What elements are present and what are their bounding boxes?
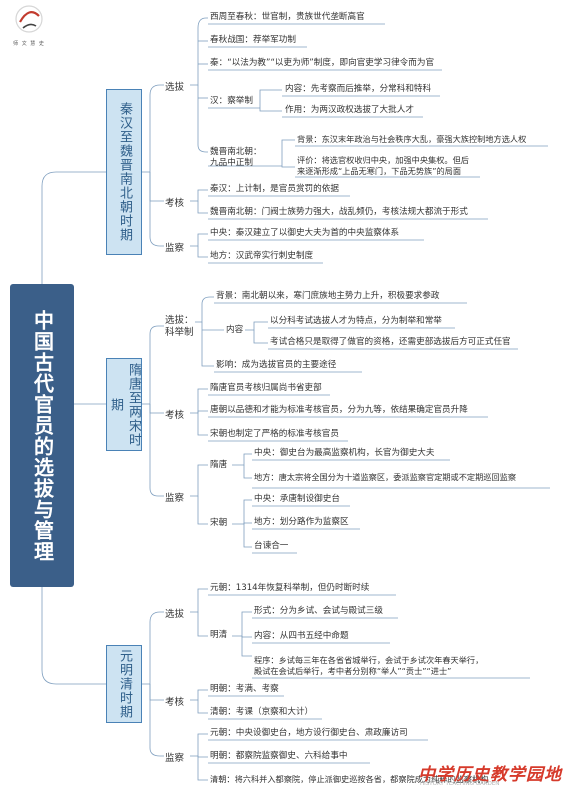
p2-content-1: 以分科考试选拔人才为特点，分为制举和常举: [270, 316, 442, 326]
logo-text: 师 文 慧 史: [13, 41, 45, 47]
p1-wei-jin-background: 背景：东汉末年政治与社会秩序大乱，豪强大族控制地方选人权: [297, 134, 527, 144]
p2-content-2: 考试合格只是取得了做官的资格，还需吏部选拔后方可正式任官: [270, 337, 511, 347]
p3-select-label: 选拔: [165, 609, 185, 620]
p1-wei-jin-system: 九品中正制: [210, 158, 253, 168]
p2-select-label: 选拔：: [165, 315, 194, 326]
p3-assess-qing: 清朝：考课（京察和大计）: [210, 707, 314, 717]
p1-select-han: 汉：察举制: [210, 96, 253, 106]
p2-sui-tang-central: 中央：御史台为最高监察机构，长官为御史大夫: [254, 448, 435, 458]
logo-emblem-icon: [15, 5, 43, 33]
watermark-title: 中学历史教学园地: [418, 765, 562, 785]
p1-assess-wei-jin: 魏晋南北朝：门阀士族势力强大，战乱频仍，考核法规大都流于形式: [210, 207, 468, 217]
p3-assess-ming: 明朝：考满、考察: [210, 684, 279, 694]
p2-assess-2: 唐朝以品德和才能为标准考核官员，分为九等，依结果确定官员升降: [210, 405, 468, 415]
p1-assess-qin-han: 秦汉：上计制，是官员赏罚的依据: [210, 184, 339, 194]
p2-sui-tang-label: 隋唐: [210, 460, 228, 470]
p3-supervise-qing: 清朝：将六科并入都察院，停止派御史巡按各省，都察院成为纯粹的监察机构: [210, 774, 489, 784]
p3-supervise-label: 监察: [165, 753, 185, 764]
p3-form: 形式：分为乡试、会试与殿试三级: [254, 606, 383, 616]
p2-impact: 影响：成为选拔官员的主要途径: [216, 360, 337, 370]
p2-assess-1: 隋唐官员考核归属尚书省吏部: [210, 383, 322, 393]
p2-song-combined: 台谏合一: [254, 541, 289, 551]
p2-background: 背景：南北朝以来，寒门庶族地主势力上升，积极要求参政: [216, 291, 440, 301]
p3-ming-qing-label: 明清: [210, 630, 228, 640]
period-sui-tang-song: 隋唐至两宋时期: [106, 358, 142, 451]
p1-wei-jin-evaluation-2: 来逐渐形成“上品无寒门，下品无势族”的局面: [297, 166, 462, 176]
p3-supervise-yuan: 元朝：中央设御史台，地方设行御史台、肃政廉访司: [210, 728, 408, 738]
p2-content-label: 内容: [226, 325, 244, 335]
p3-supervise-ming: 明朝：都察院监察御史、六科给事中: [210, 751, 348, 761]
logo: 师 文 慧 史: [5, 2, 53, 47]
p2-assess-label: 考核: [165, 410, 185, 421]
p3-content: 内容：从四书五经中命题: [254, 631, 349, 641]
p1-wei-jin-evaluation-1: 评价：将选官权收归中央，加强中央集权。但后: [297, 155, 469, 165]
p2-sui-tang-local: 地方：唐太宗将全国分为十道监察区，委派监察官定期或不定期巡回监察: [254, 472, 517, 482]
period-yuan-ming-qing: 元明清时期: [106, 645, 142, 723]
p1-han-content: 内容：先考察而后推举，分常科和特科: [285, 84, 432, 94]
p2-supervise-label: 监察: [165, 493, 185, 504]
p1-han-effect: 作用：为两汉政权选拔了大批人才: [285, 105, 414, 115]
p3-procedure-2: 殿试在会试后举行，考中者分别称“举人”“贡士”“进士”: [254, 666, 452, 676]
p1-supervise-local: 地方：汉武帝实行刺史制度: [210, 251, 314, 261]
p1-select-warring-states: 春秋战国：荐举军功制: [210, 35, 296, 45]
p1-select-qin: 秦：“以法为教”“以吏为师”制度，即向官吏学习律令而为官: [210, 58, 435, 68]
p2-song-central: 中央：承唐制设御史台: [254, 494, 340, 504]
p1-supervise-central: 中央：秦汉建立了以御史大夫为首的中央监察体系: [210, 228, 400, 238]
p3-procedure-1: 程序：乡试每三年在各省省城举行，会试于乡试次年春天举行，: [254, 655, 484, 665]
p2-assess-3: 宋朝也制定了严格的标准考核官员: [210, 429, 339, 439]
p2-song-label: 宋朝: [210, 518, 228, 528]
p2-song-local: 地方：划分路作为监察区: [254, 517, 349, 527]
p1-wei-jin-title: 魏晋南北朝：: [210, 147, 262, 157]
p1-select-label: 选拔: [165, 82, 185, 93]
root-topic: 中国古代官员的选拔与管理: [10, 284, 74, 587]
period-qin-han-wei-jin: 秦汉至魏晋南北朝时期: [106, 89, 142, 255]
p1-select-zhou: 西周至春秋：世官制，贵族世代垄断高官: [210, 12, 365, 22]
p1-assess-label: 考核: [165, 198, 185, 209]
p3-select-yuan: 元朝：1314年恢复科举制，但仍时断时续: [210, 583, 370, 593]
p3-assess-label: 考核: [165, 697, 185, 708]
p2-select-system: 科举制: [165, 327, 194, 338]
watermark-subtitle: HISTORY TEACHING GARDEN: [420, 781, 500, 787]
p1-supervise-label: 监察: [165, 243, 185, 254]
